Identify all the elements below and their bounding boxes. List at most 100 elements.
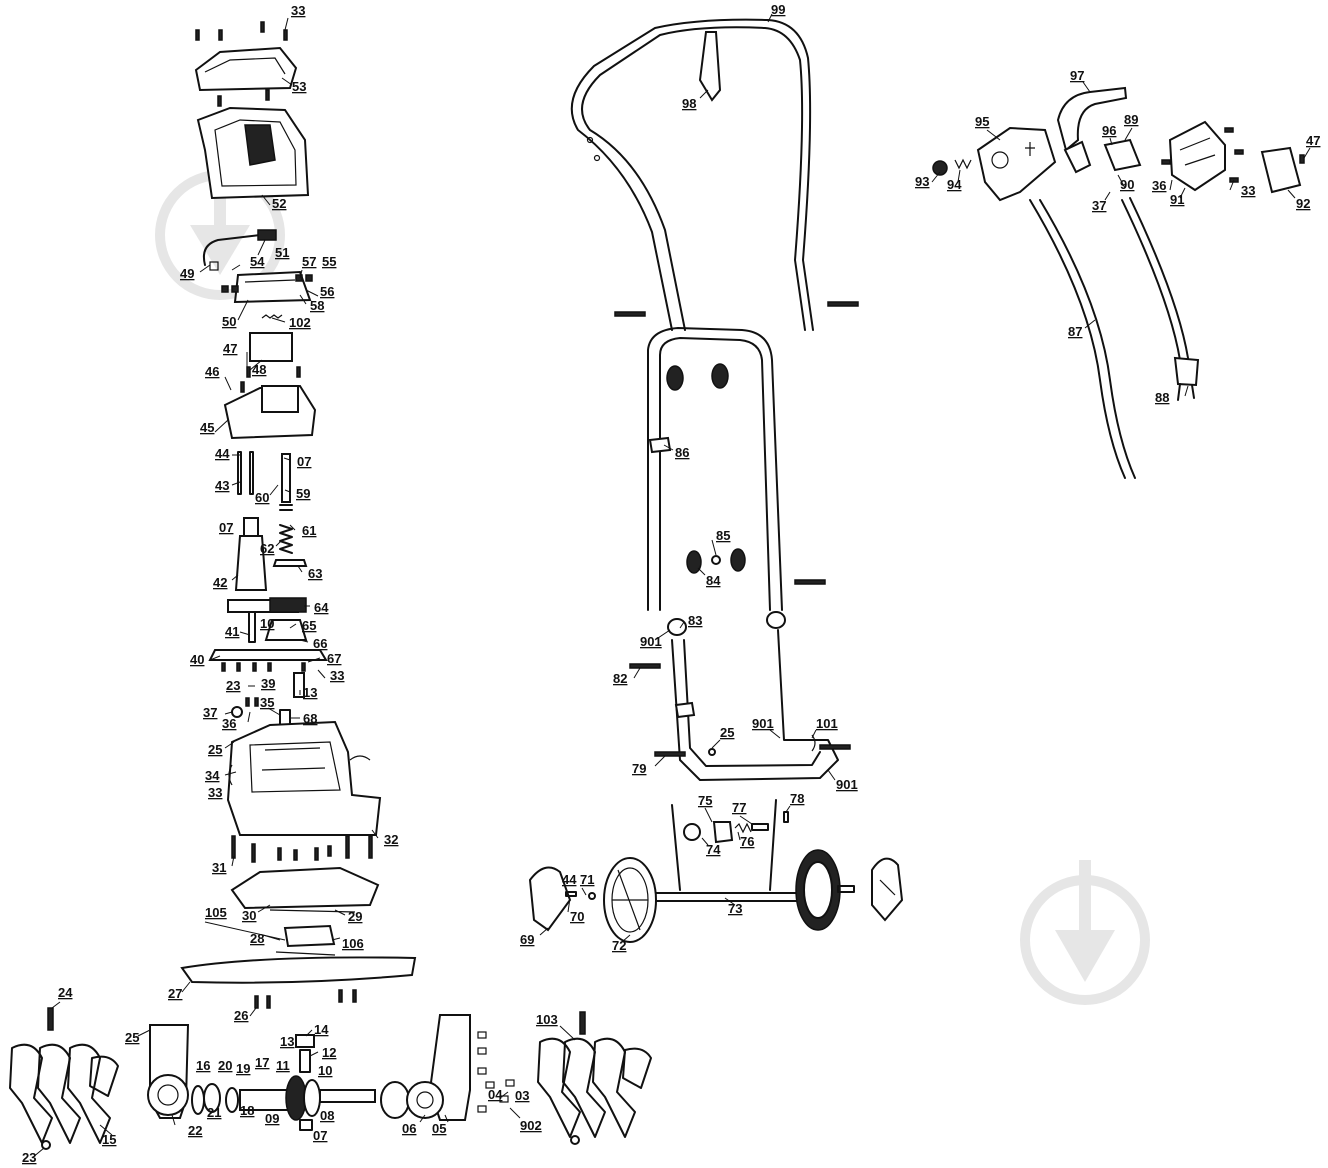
callout-62: 62 [260, 541, 274, 556]
callout-91: 91 [1170, 192, 1184, 207]
callout-45: 45 [200, 420, 214, 435]
callout-75: 75 [698, 793, 712, 808]
watermark-logo-right [1020, 860, 1150, 1005]
callout-35: 35 [260, 695, 274, 710]
callout-03: 03 [515, 1088, 529, 1103]
upper-handle [570, 18, 859, 331]
callout-57: 57 [302, 254, 316, 269]
callout-69: 69 [520, 932, 534, 947]
callout-102: 102 [289, 315, 311, 330]
callout-92: 92 [1296, 196, 1310, 211]
callout-37a: 37 [203, 705, 217, 720]
callout-64: 64 [314, 600, 329, 615]
spindle-assembly [227, 451, 308, 643]
callout-04: 04 [488, 1087, 503, 1102]
callout-59: 59 [296, 486, 310, 501]
callout-90: 90 [1120, 177, 1134, 192]
wheel-assembly [528, 799, 904, 943]
callout-40: 40 [190, 652, 204, 667]
callout-39: 39 [261, 676, 275, 691]
callout-17: 17 [255, 1055, 269, 1070]
callout-07a: 07 [297, 454, 311, 469]
callout-13b: 13 [280, 1034, 294, 1049]
callout-55: 55 [322, 254, 336, 269]
callout-33d: 33 [1241, 183, 1255, 198]
callout-11: 11 [276, 1058, 290, 1073]
callout-65: 65 [302, 618, 316, 633]
switch-wiring-assembly [202, 229, 313, 319]
callout-93: 93 [915, 174, 929, 189]
callout-68: 68 [303, 711, 317, 726]
callout-14: 14 [314, 1022, 329, 1037]
motor-block [223, 332, 317, 440]
shaft-and-gearbox [147, 1014, 515, 1131]
callout-06: 06 [402, 1121, 416, 1136]
callout-29: 29 [348, 909, 362, 924]
callout-19: 19 [236, 1061, 250, 1076]
callout-33b: 33 [330, 668, 344, 683]
callout-70: 70 [570, 909, 584, 924]
callout-88: 88 [1155, 390, 1169, 405]
callout-101: 101 [816, 716, 838, 731]
callout-58: 58 [310, 298, 324, 313]
callout-47: 47 [223, 341, 237, 356]
callout-60: 60 [255, 490, 269, 505]
tine-set-left [9, 1007, 119, 1150]
callout-84: 84 [706, 573, 721, 588]
callout-51: 51 [275, 245, 289, 260]
callout-23b: 23 [22, 1150, 36, 1165]
callout-25b: 25 [125, 1030, 139, 1045]
callout-67: 67 [327, 651, 341, 666]
base-plate-assembly [180, 835, 417, 1009]
callout-07c: 07 [313, 1128, 327, 1143]
callout-63: 63 [308, 566, 322, 581]
callout-25c: 25 [720, 725, 734, 740]
callout-61: 61 [302, 523, 316, 538]
callout-24: 24 [58, 985, 73, 1000]
callout-48: 48 [252, 362, 266, 377]
callout-56: 56 [320, 284, 334, 299]
callout-21: 21 [207, 1105, 221, 1120]
callout-72: 72 [612, 938, 626, 953]
callout-07b: 07 [219, 520, 233, 535]
callout-05: 05 [432, 1121, 446, 1136]
callout-79: 79 [632, 761, 646, 776]
callout-87: 87 [1068, 324, 1082, 339]
callout-89: 89 [1124, 112, 1138, 127]
callout-86: 86 [675, 445, 689, 460]
callout-76: 76 [740, 834, 754, 849]
callout-95: 95 [975, 114, 989, 129]
callout-54: 54 [250, 254, 265, 269]
callout-66: 66 [313, 636, 327, 651]
callout-83: 83 [688, 613, 702, 628]
callout-96: 96 [1102, 123, 1116, 138]
callout-15: 15 [102, 1132, 116, 1147]
callout-28: 28 [250, 931, 264, 946]
callout-43: 43 [215, 478, 229, 493]
callout-33: 33 [291, 3, 305, 18]
callout-46: 46 [205, 364, 219, 379]
callout-22: 22 [188, 1123, 202, 1138]
leader-lines [31, 13, 1311, 1159]
callout-26: 26 [234, 1008, 248, 1023]
callout-77: 77 [732, 800, 746, 815]
callout-41: 41 [225, 624, 239, 639]
callout-30: 30 [242, 908, 256, 923]
callout-labels: 33 53 52 51 49 54 57 55 56 58 50 102 47 … [22, 2, 1320, 1165]
callout-13a: 13 [303, 685, 317, 700]
callout-31: 31 [212, 860, 226, 875]
callout-16: 16 [196, 1058, 210, 1073]
gear-housing [208, 649, 382, 836]
callout-20: 20 [218, 1058, 232, 1073]
callout-94: 94 [947, 177, 962, 192]
top-cover-assembly [194, 21, 310, 200]
callout-18: 18 [240, 1103, 254, 1118]
callout-74: 74 [706, 842, 721, 857]
callout-106: 106 [342, 936, 364, 951]
callout-98: 98 [682, 96, 696, 111]
callout-44: 44 [215, 446, 230, 461]
callout-71: 71 [580, 872, 594, 887]
callout-901b: 901 [752, 716, 774, 731]
callout-25a: 25 [208, 742, 222, 757]
